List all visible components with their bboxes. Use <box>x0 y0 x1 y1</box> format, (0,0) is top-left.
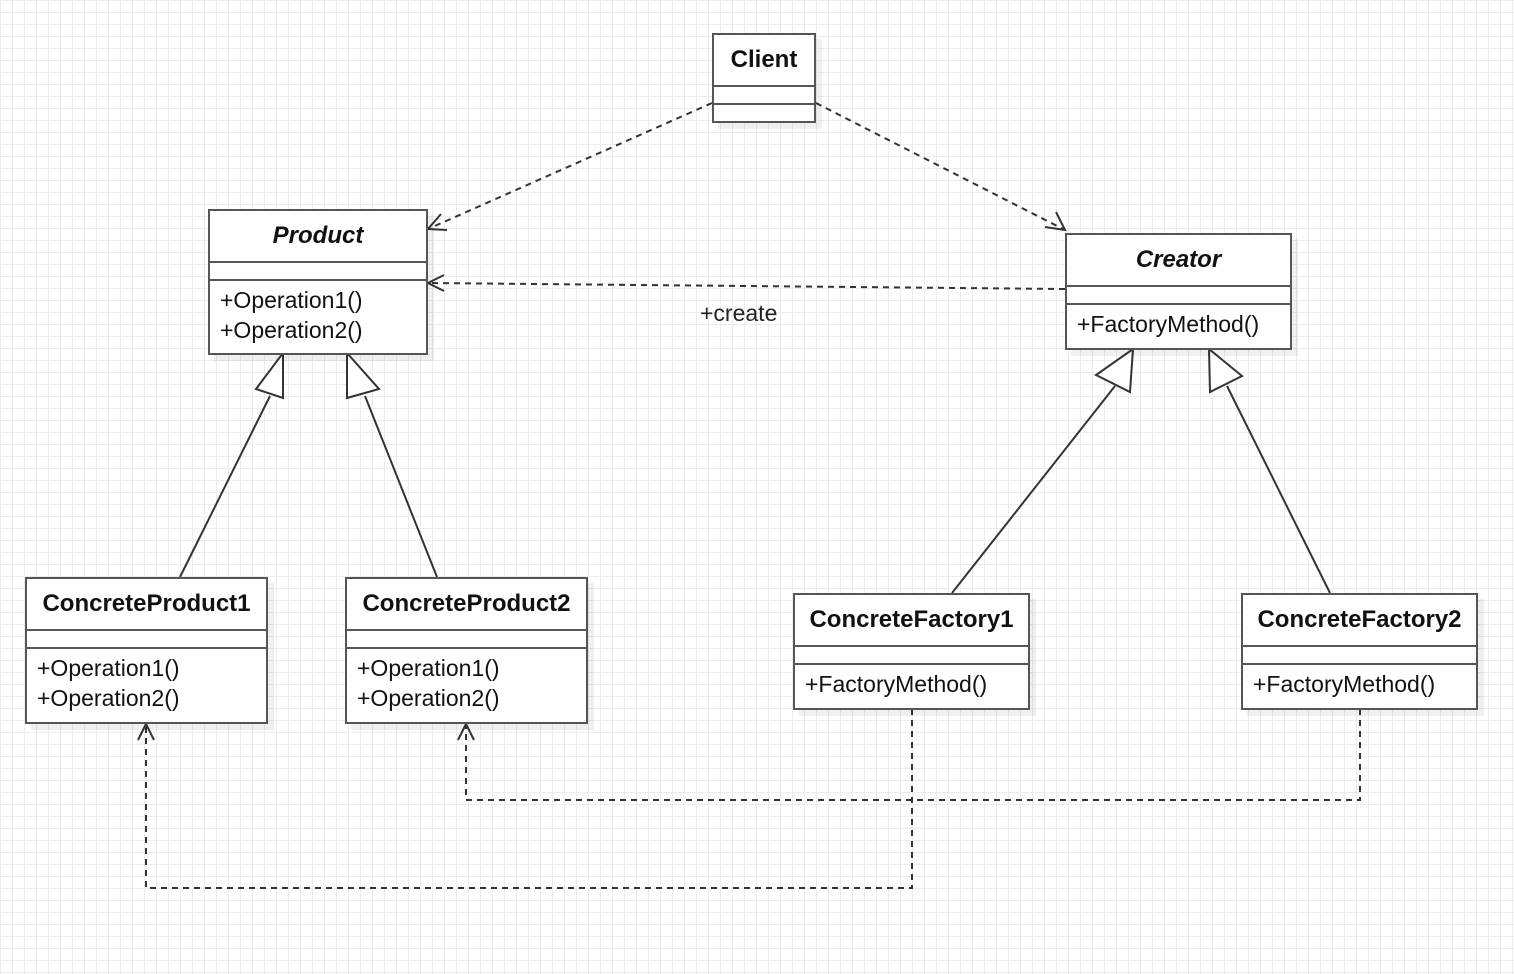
class-product[interactable]: Product +Operation1() +Operation2() <box>208 209 428 355</box>
generalization-triangle-creator-right <box>1207 346 1244 394</box>
operations-compartment: +FactoryMethod() <box>795 665 1028 699</box>
generalization-triangle-product-right <box>346 350 381 400</box>
operation: +FactoryMethod() <box>1077 311 1260 337</box>
factory2-product2-dependency <box>465 709 1361 801</box>
factory2-generalization-line <box>1226 385 1331 594</box>
operation: +Operation2() <box>37 685 180 711</box>
class-name: Client <box>714 35 814 87</box>
client-product-dependency <box>427 102 713 230</box>
operation: +Operation1() <box>37 655 180 681</box>
class-client[interactable]: Client <box>712 33 816 123</box>
attributes-compartment <box>27 631 266 649</box>
operation: +Operation1() <box>357 655 500 681</box>
class-creator[interactable]: Creator +FactoryMethod() <box>1065 233 1292 350</box>
class-name: ConcreteFactory2 <box>1243 595 1476 647</box>
attributes-compartment <box>1067 287 1290 305</box>
attributes-compartment <box>1243 647 1476 665</box>
class-name: Product <box>210 211 426 263</box>
operations-compartment: +Operation1() +Operation2() <box>27 649 266 713</box>
factory1-generalization-line <box>951 385 1116 594</box>
generalization-triangle-product-left <box>254 350 284 400</box>
create-relation-label: +create <box>700 300 778 326</box>
class-name: ConcreteFactory1 <box>795 595 1028 647</box>
arrowhead-product1 <box>137 721 155 741</box>
creator-product-create-dependency <box>427 282 1066 290</box>
class-concrete-factory2[interactable]: ConcreteFactory2 +FactoryMethod() <box>1241 593 1478 710</box>
operation: +Operation2() <box>220 317 363 343</box>
class-concrete-product1[interactable]: ConcreteProduct1 +Operation1() +Operatio… <box>25 577 268 724</box>
operation: +FactoryMethod() <box>1253 671 1436 697</box>
class-name: ConcreteProduct2 <box>347 579 586 631</box>
product1-generalization-line <box>179 395 271 578</box>
class-concrete-product2[interactable]: ConcreteProduct2 +Operation1() +Operatio… <box>345 577 588 724</box>
operations-compartment: +Operation1() +Operation2() <box>210 281 426 345</box>
operation: +FactoryMethod() <box>805 671 988 697</box>
attributes-compartment <box>210 263 426 281</box>
attributes-compartment <box>347 631 586 649</box>
factory1-product1-dependency <box>145 709 913 889</box>
operation: +Operation2() <box>357 685 500 711</box>
attributes-compartment <box>795 647 1028 665</box>
arrowhead-client-creator <box>1044 211 1067 232</box>
operation: +Operation1() <box>220 287 363 313</box>
class-name: Creator <box>1067 235 1290 287</box>
arrowhead-create <box>425 274 445 292</box>
arrowhead-product2 <box>457 721 475 741</box>
arrowhead-client-product <box>425 213 448 231</box>
attributes-compartment <box>714 87 814 105</box>
class-name: ConcreteProduct1 <box>27 579 266 631</box>
class-concrete-factory1[interactable]: ConcreteFactory1 +FactoryMethod() <box>793 593 1030 710</box>
operations-compartment: +FactoryMethod() <box>1243 665 1476 699</box>
client-creator-dependency <box>815 102 1066 231</box>
operations-compartment: +Operation1() +Operation2() <box>347 649 586 713</box>
product2-generalization-line <box>364 395 438 578</box>
operations-compartment: +FactoryMethod() <box>1067 305 1290 339</box>
generalization-triangle-creator-left <box>1094 346 1135 394</box>
